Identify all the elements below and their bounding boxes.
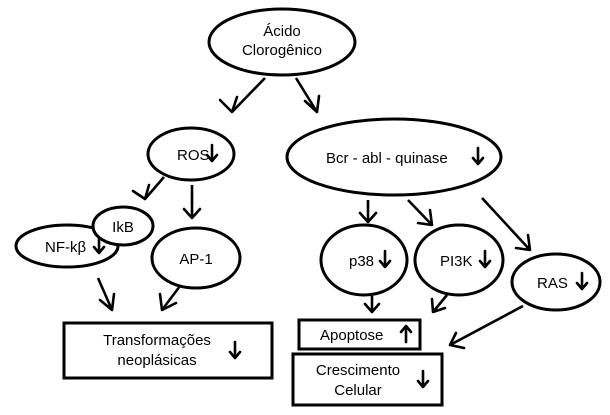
edge-p38-to-apoptose	[363, 296, 381, 314]
edge-pi3k-to-apoptose	[430, 294, 449, 314]
node-ikb: IkB	[91, 205, 155, 247]
edge-ros-to-nfkb	[131, 176, 165, 201]
node-crescimento-celular: Crescimento Celular	[291, 352, 444, 407]
ras-down-arrow-icon	[575, 271, 589, 291]
acido-line1: Ácido	[263, 23, 301, 40]
node-ap1: AP-1	[150, 226, 242, 290]
bcr-down-arrow-icon	[471, 146, 485, 166]
transformacoes-line2: neoplásicas	[117, 352, 196, 369]
node-ras: RAS	[510, 252, 602, 312]
edge-bcr-to-ras	[481, 197, 532, 252]
edge-acido-to-bcr	[294, 77, 321, 114]
edge-ros-to-ap1	[182, 185, 202, 220]
crescimento-line2: Celular	[334, 382, 382, 399]
nfkb-label: NF-kβ	[45, 239, 86, 256]
apoptose-label: Apoptose	[320, 327, 383, 344]
p38-label: p38	[349, 253, 374, 270]
ikb-label: IkB	[112, 219, 134, 236]
apoptose-up-arrow-icon	[399, 324, 413, 344]
node-ros: ROS	[146, 126, 236, 182]
transformacoes-line1: Transformações	[103, 332, 211, 349]
node-apoptose: Apoptose	[297, 318, 422, 351]
edge-bcr-to-pi3k	[407, 199, 434, 227]
ap1-label: AP-1	[179, 251, 212, 268]
node-bcr-abl-quinase: Bcr - abl - quinase	[285, 117, 503, 197]
p38-down-arrow-icon	[378, 249, 392, 269]
acido-line2: Clorogênico	[242, 42, 322, 59]
ros-label: ROS	[177, 147, 210, 164]
bcr-label: Bcr - abl - quinase	[326, 150, 448, 167]
edge-ras-to-crescimento	[448, 304, 524, 350]
node-p38: p38	[319, 223, 409, 297]
ras-label: RAS	[537, 275, 568, 292]
node-transformacoes-neoplasicas: Transformações neoplásicas	[62, 321, 274, 380]
pi3k-label: PI3K	[440, 253, 473, 270]
edge-nfkb-to-transformacoes	[96, 277, 116, 312]
edge-ap1-to-transformacoes	[158, 285, 182, 312]
ros-down-arrow-icon	[205, 143, 219, 163]
edge-acido-to-ros	[218, 77, 266, 114]
transformacoes-down-arrow-icon	[228, 340, 242, 360]
pi3k-down-arrow-icon	[478, 249, 492, 269]
crescimento-down-arrow-icon	[416, 369, 430, 389]
node-acido-clorogenico: Ácido Clorogênico	[207, 7, 357, 77]
nfkb-down-arrow-icon	[92, 235, 106, 255]
edge-bcr-to-p38	[358, 200, 378, 224]
edges	[96, 77, 532, 350]
node-pi3k: PI3K	[413, 223, 505, 297]
crescimento-line1: Crescimento	[316, 362, 400, 379]
